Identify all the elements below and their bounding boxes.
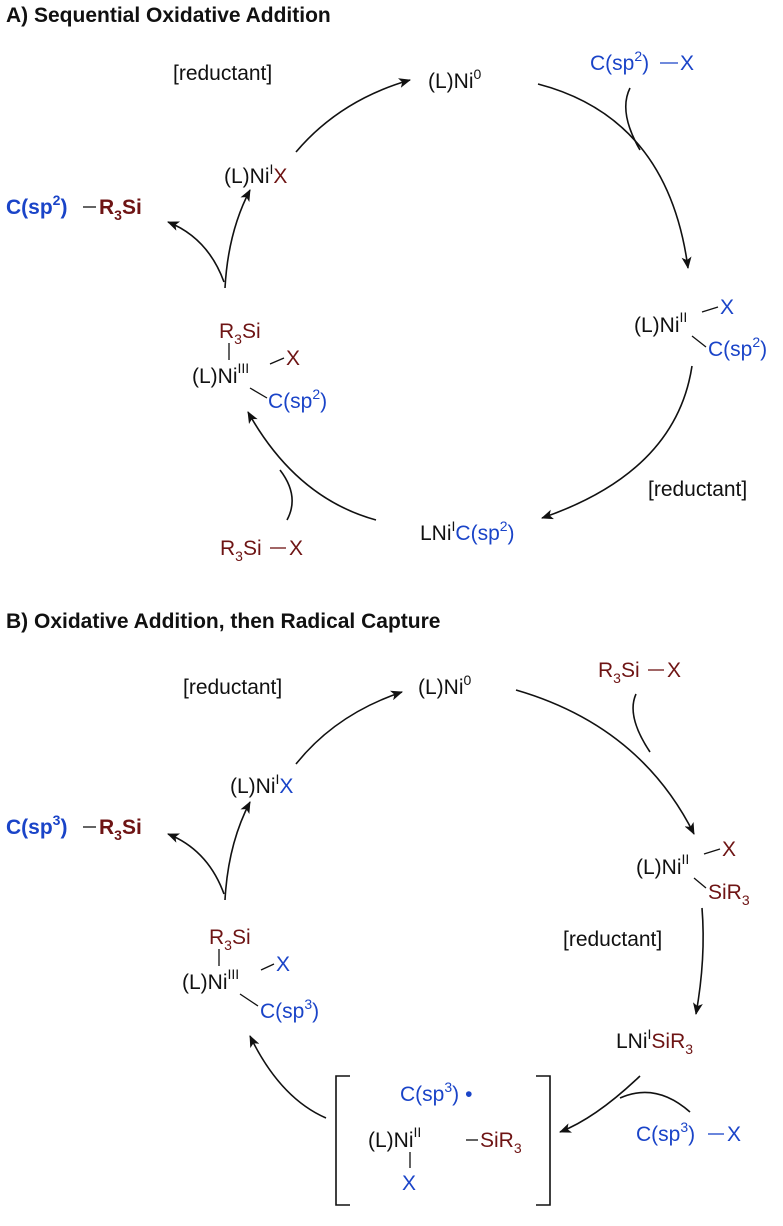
panel-b-product: C(sp3) bbox=[6, 812, 67, 839]
panel-b-radical-pair-bracket: C(sp3)• (L)NiII SiR3 X bbox=[335, 1075, 551, 1206]
panel-b-ni0: (L)Ni0 bbox=[418, 672, 472, 699]
panel-a-ni3-intermediate: (L)NiIII bbox=[192, 360, 249, 388]
panel-b-arrow-alkyl-entry bbox=[619, 1091, 691, 1113]
panel-a-ni3-x-bond bbox=[269, 357, 285, 365]
panel-b-ni3-x-bond bbox=[260, 963, 275, 971]
panel-a-arrow-oxidative-addition bbox=[537, 83, 692, 269]
panel-a-ni2-c-bond bbox=[691, 335, 707, 348]
panel-a-arrow-reduction bbox=[541, 365, 693, 520]
panel-b-ni2-si-bond bbox=[693, 877, 707, 889]
panel-b-ni2-x-bond bbox=[703, 848, 721, 855]
panel-a-arrow-reagent-entry bbox=[624, 87, 641, 151]
panel-a-ni2-carbon: C(sp2) bbox=[708, 334, 767, 361]
panel-a-silyl-halide-reagent: R3Si bbox=[220, 537, 262, 564]
panel-b-arrow-radical-generation bbox=[559, 1075, 641, 1133]
panel-a-title: A) Sequential Oxidative Addition bbox=[6, 4, 331, 27]
panel-b-arrow-reduction bbox=[693, 907, 704, 1015]
panel-b-ni3-carbon: C(sp3) bbox=[260, 996, 319, 1023]
panel-a-arrow-silyl-entry bbox=[279, 469, 293, 521]
bracket-x: X bbox=[402, 1172, 416, 1195]
panel-b-arrow-to-ni1x bbox=[224, 801, 251, 901]
panel-b-reagent-x: X bbox=[667, 659, 681, 682]
panel-a-aryl-halide-reagent: C(sp2) bbox=[590, 48, 649, 75]
panel-b-ni3-x: X bbox=[276, 953, 290, 976]
panel-b-ni2-silyl: SiR3 bbox=[708, 881, 750, 908]
panel-a-ni2-x-bond bbox=[701, 306, 719, 313]
panel-b-arrow-radical-capture bbox=[249, 1035, 327, 1119]
bracket-right bbox=[536, 1075, 551, 1206]
bracket-silyl: SiR3 bbox=[480, 1129, 522, 1156]
panel-b: B) Oxidative Addition, then Radical Capt… bbox=[6, 610, 750, 1206]
panel-a-ni3-x: X bbox=[286, 347, 300, 370]
panel-b-ni3-c-bond bbox=[239, 993, 259, 1007]
panel-a-ni3-carbon: C(sp2) bbox=[268, 386, 327, 413]
bracket-left bbox=[335, 1075, 350, 1206]
panel-a-ni0: (L)Ni0 bbox=[428, 66, 482, 93]
panel-b-arrow-reductive-elimination bbox=[167, 833, 225, 895]
panel-b-silyl-halide-reagent: R3Si bbox=[598, 659, 640, 686]
panel-a-product: C(sp2) bbox=[6, 192, 67, 219]
panel-b-arrow-oxidative-addition bbox=[515, 689, 695, 835]
panel-a-arrow-second-oxidative-addition bbox=[247, 411, 377, 521]
panel-a-ni2-intermediate: (L)NiII bbox=[634, 309, 687, 337]
panel-a-reductant-left: [reductant] bbox=[173, 62, 272, 85]
panel-b-ni3-intermediate: (L)NiIII bbox=[182, 966, 239, 994]
panel-b-ni3-silyl: R3Si bbox=[209, 926, 251, 953]
panel-a-reductant-right: [reductant] bbox=[648, 478, 747, 501]
panel-b-reductant-left: [reductant] bbox=[183, 676, 282, 699]
bracket-alkyl-radical: C(sp3)• bbox=[400, 1079, 473, 1106]
panel-a-product-silyl: R3Si bbox=[99, 196, 142, 223]
panel-a-arrow-to-ni1x bbox=[224, 189, 251, 289]
panel-a-ni1-aryl: LNiIC(sp2) bbox=[420, 518, 515, 545]
panel-a-ni2-x: X bbox=[720, 296, 734, 319]
bracket-ni2-species: (L)NiII bbox=[368, 1124, 421, 1152]
panel-a-ni3-silyl: R3Si bbox=[219, 320, 261, 347]
panel-b-reductant-right: [reductant] bbox=[563, 928, 662, 951]
panel-a-reagent-x: X bbox=[680, 52, 694, 75]
panel-b-arrow-reagent-entry bbox=[632, 693, 651, 753]
panel-b-product-silyl: R3Si bbox=[99, 816, 142, 843]
panel-b-arrow-reduction-left bbox=[295, 690, 403, 765]
panel-b-alkyl-reagent-x: X bbox=[727, 1123, 741, 1146]
panel-b-ni1-silyl: LNiISiR3 bbox=[616, 1026, 693, 1057]
panel-b-ni1-halide: (L)NiIX bbox=[230, 771, 293, 798]
panel-b-ni2-x: X bbox=[722, 838, 736, 861]
panel-b-alkyl-halide-reagent: C(sp3) bbox=[636, 1119, 695, 1146]
panel-b-title: B) Oxidative Addition, then Radical Capt… bbox=[6, 610, 440, 633]
panel-a-silyl-reagent-x: X bbox=[289, 537, 303, 560]
panel-b-ni2-intermediate: (L)NiII bbox=[636, 851, 689, 879]
panel-a-arrow-reductive-elimination bbox=[167, 221, 225, 283]
panel-a-ni3-c-bond bbox=[249, 387, 268, 399]
panel-a-ni1-halide: (L)NiIX bbox=[224, 161, 287, 188]
panel-a-arrow-reduction-left bbox=[295, 78, 411, 153]
panel-a: A) Sequential Oxidative Addition (L)Ni0 … bbox=[6, 4, 767, 564]
